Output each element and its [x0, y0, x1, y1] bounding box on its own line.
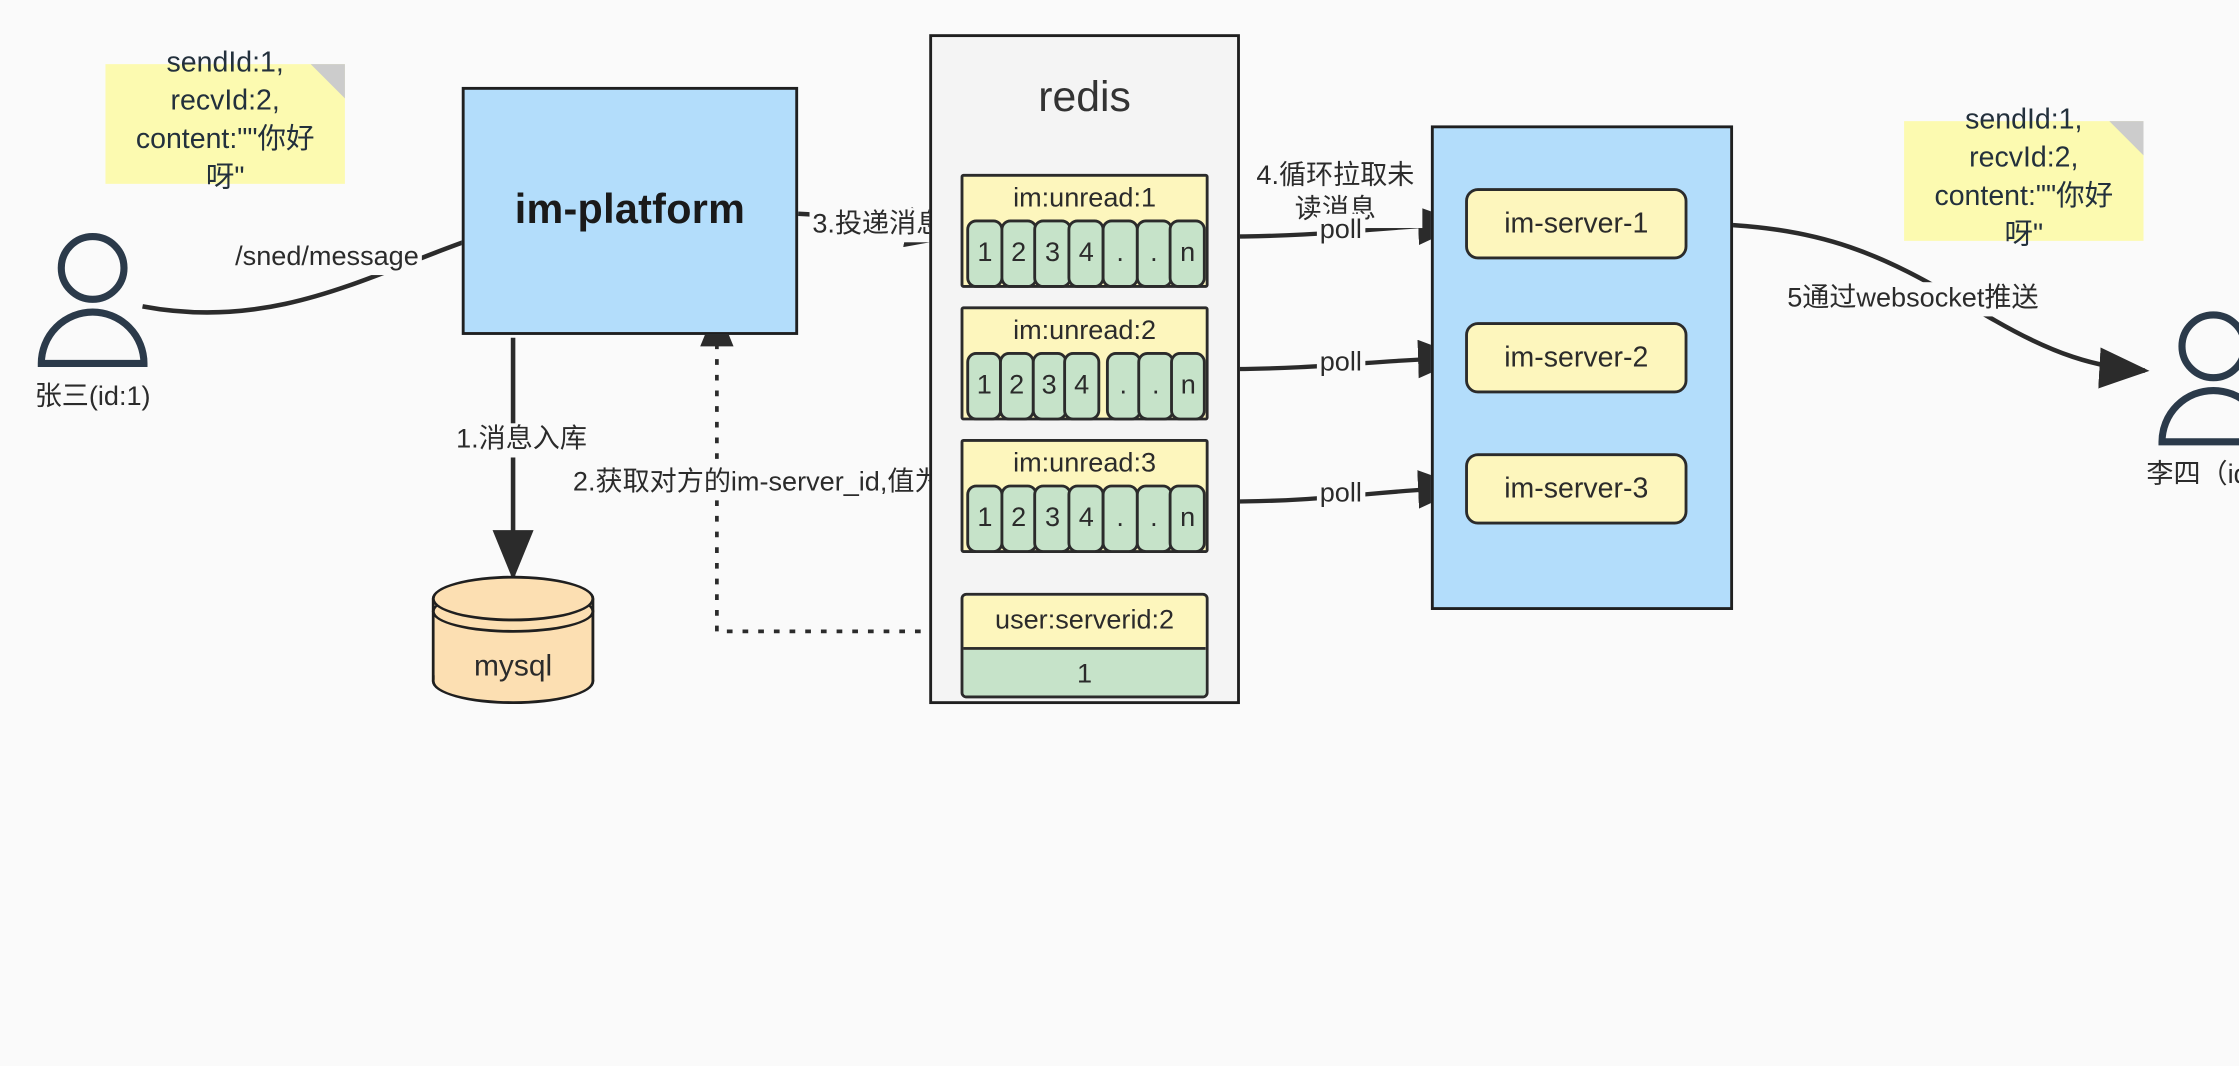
list-cell: 3 [1033, 484, 1072, 553]
message-note-left-text: sendId:1, recvId:2, content:""你好呀" [135, 47, 315, 194]
redis-key-im-unread-3[interactable]: im:unread:3 1 2 3 4 . . n [960, 438, 1209, 553]
redis-kv-value: 1 [963, 649, 1206, 696]
im-server-1-label: im-server-1 [1504, 207, 1649, 239]
list-cell: 1 [966, 219, 1004, 288]
list-cell: n [1170, 352, 1207, 421]
person-icon [37, 233, 148, 367]
im-server-3-node[interactable]: im-server-3 [1465, 453, 1688, 525]
list-cell: n [1169, 219, 1207, 288]
diagram-canvas: sendId:1, recvId:2, content:""你好呀" 张三(id… [34, 34, 2239, 705]
edge-label-poll-2: poll [1316, 346, 1365, 381]
person-icon [2158, 311, 2239, 446]
redis-key-im-unread-1[interactable]: im:unread:1 1 2 3 4 . . n [960, 173, 1209, 288]
message-note-left: sendId:1, recvId:2, content:""你好呀" [105, 47, 345, 194]
im-server-2-node[interactable]: im-server-2 [1465, 322, 1688, 394]
list-cell: . [1135, 219, 1173, 288]
list-cell: 4 [1063, 352, 1100, 421]
list-cell: 1 [966, 352, 1003, 421]
list-cell: 2 [1000, 219, 1038, 288]
im-server-2-label: im-server-2 [1504, 341, 1649, 373]
actor-receiver-caption: 李四（id:2) [2146, 460, 2239, 491]
edge-label-step5: 5通过websocket推送 [1784, 282, 2042, 317]
note-fold-icon [2109, 121, 2144, 156]
actor-receiver: 李四（id:2) [2146, 311, 2239, 490]
redis-title: redis [1038, 74, 1131, 122]
redis-container[interactable]: redis im:unread:1 1 2 3 4 . . n im:unrea… [929, 34, 1240, 705]
list-cell: 2 [1000, 484, 1038, 553]
actor-sender-caption: 张三(id:1) [34, 381, 151, 412]
list-cell: . [1101, 219, 1139, 288]
redis-list-cells: 1 2 3 4 . . n [966, 219, 1207, 288]
list-cell: . [1137, 352, 1174, 421]
edge-label-step2: 2.获取对方的im-server_id,值为1 [570, 466, 960, 501]
edge-label-step3: 3.投递消息 [809, 208, 947, 243]
redis-key-im-unread-2[interactable]: im:unread:2 1 2 3 4 . . n [960, 306, 1209, 421]
actor-sender: 张三(id:1) [34, 232, 151, 412]
redis-key-label: im:unread:1 [1013, 183, 1157, 214]
im-platform-label: im-platform [514, 187, 746, 234]
list-cell: 3 [1031, 352, 1068, 421]
cylinder-top [431, 575, 595, 622]
redis-kv-key: user:serverid:2 [963, 595, 1206, 650]
list-cell: 2 [998, 352, 1035, 421]
list-cell: 3 [1033, 219, 1072, 288]
redis-list-cells: 1 2 3 4 . . n [966, 352, 1207, 421]
message-note-right-text: sendId:1, recvId:2, content:""你好呀" [1934, 104, 2114, 251]
redis-key-label: im:unread:2 [1013, 316, 1157, 347]
edge-label-poll-1: poll [1316, 213, 1365, 248]
redis-list-cells: 1 2 3 4 . . n [966, 484, 1207, 553]
list-cell: . [1101, 484, 1139, 553]
list-cell: . [1135, 484, 1173, 553]
redis-key-label: im:unread:3 [1013, 448, 1157, 479]
note-fold-icon [310, 64, 345, 99]
message-note-right: sendId:1, recvId:2, content:""你好呀" [1904, 104, 2144, 251]
edge-label-send-message: /sned/message [232, 240, 422, 276]
mysql-label: mysql [473, 650, 553, 683]
redis-key-user-serverid[interactable]: user:serverid:2 1 [960, 592, 1209, 699]
im-server-3-label: im-server-3 [1504, 472, 1649, 504]
list-cell: 4 [1067, 219, 1105, 288]
list-cell: 1 [966, 484, 1004, 553]
im-platform-box[interactable]: im-platform [461, 86, 799, 335]
edge-label-poll-3: poll [1316, 477, 1365, 512]
list-cell: n [1169, 484, 1207, 553]
list-cell: 4 [1067, 484, 1105, 553]
mysql-database[interactable]: mysql [431, 575, 595, 705]
edge-label-step1: 1.消息入库 [453, 423, 590, 458]
im-server-1-node[interactable]: im-server-1 [1465, 188, 1688, 260]
list-cell: . [1105, 352, 1142, 421]
